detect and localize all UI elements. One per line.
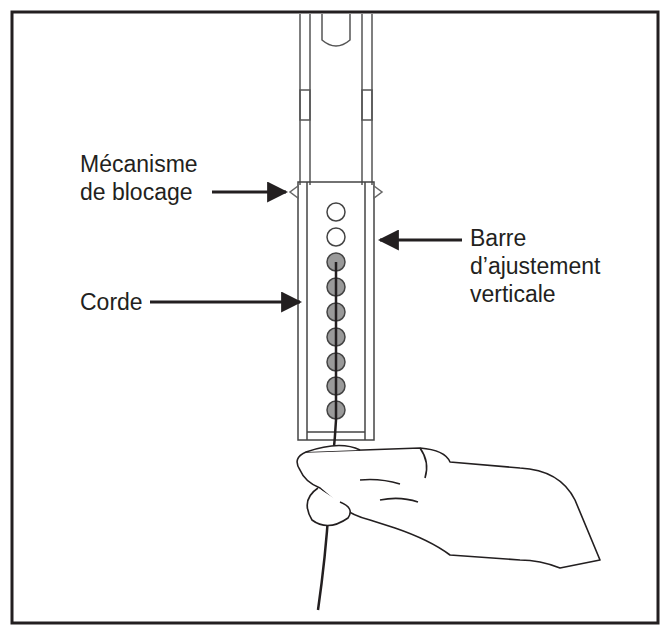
part-label: Barre d’ajustement verticale	[470, 224, 630, 308]
frame	[12, 12, 658, 623]
hole	[327, 228, 345, 246]
cord	[318, 262, 336, 610]
locking-mechanism	[290, 186, 382, 198]
upper-bar	[300, 14, 372, 185]
hand	[297, 445, 600, 568]
leader-arrow	[150, 192, 462, 302]
hole	[327, 203, 345, 221]
part-label: Mécanisme de blocage	[80, 150, 210, 206]
part-label: Corde	[80, 288, 150, 316]
